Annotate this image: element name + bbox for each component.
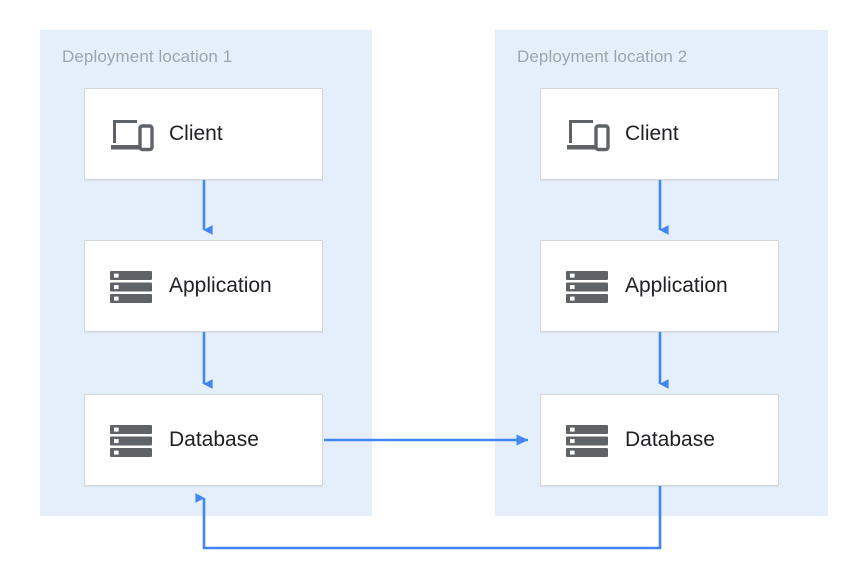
node-application-2[interactable]: Application [540, 240, 779, 332]
node-application-1[interactable]: Application [84, 240, 323, 332]
node-client-1-label: Client [169, 122, 223, 145]
node-application-1-label: Application [169, 274, 272, 297]
node-client-2-label: Client [625, 122, 679, 145]
server-icon [107, 416, 155, 464]
devices-icon [563, 110, 611, 158]
node-database-2-label: Database [625, 428, 715, 451]
node-database-1-label: Database [169, 428, 259, 451]
zone-1-label: Deployment location 1 [62, 47, 233, 66]
node-client-2[interactable]: Client [540, 88, 779, 180]
zone-2-label: Deployment location 2 [517, 47, 688, 66]
devices-icon [107, 110, 155, 158]
node-application-2-label: Application [625, 274, 728, 297]
node-database-2[interactable]: Database [540, 394, 779, 486]
node-client-1[interactable]: Client [84, 88, 323, 180]
node-database-1[interactable]: Database [84, 394, 323, 486]
server-icon [563, 262, 611, 310]
server-icon [563, 416, 611, 464]
server-icon [107, 262, 155, 310]
